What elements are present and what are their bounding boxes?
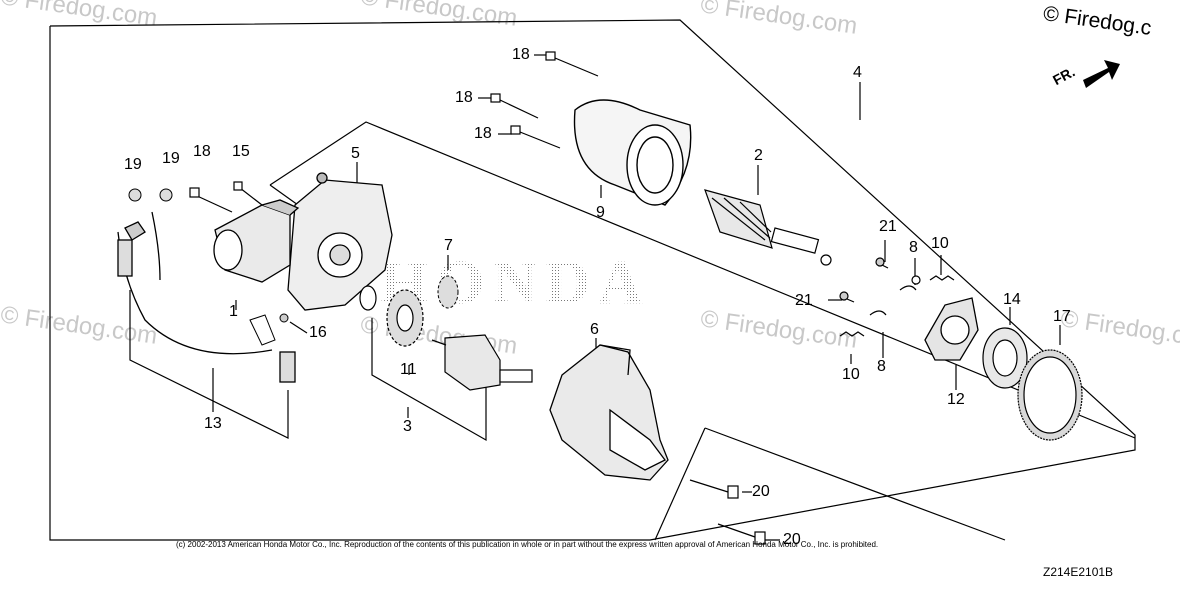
callout-17: 17: [1053, 308, 1071, 325]
callout-18a: 18: [512, 46, 530, 63]
callout-7: 7: [444, 237, 453, 254]
callout-10a: 10: [931, 235, 949, 252]
callout-21b: 21: [795, 292, 813, 309]
callout-15: 15: [232, 143, 250, 160]
front-cover-part: [287, 172, 393, 311]
callout-10b: 10: [842, 366, 860, 383]
callout-13: 13: [204, 415, 222, 432]
callout-11: 11: [400, 361, 417, 378]
callout-21a: 21: [879, 218, 897, 235]
callout-19b: 19: [162, 150, 180, 167]
callout-16: 16: [309, 324, 327, 341]
callout-18c: 18: [474, 125, 492, 142]
callout-18d: 18: [193, 143, 211, 160]
callout-18b: 18: [455, 89, 473, 106]
callout-20a: 20: [752, 483, 770, 500]
spring-parts: [839, 257, 955, 337]
solenoid-part: [213, 199, 300, 283]
callout-8a: 8: [909, 239, 918, 256]
reduction-gear-part: [359, 285, 424, 347]
yoke-housing-part: [573, 99, 692, 206]
drawing-code: Z214E2101B: [1043, 565, 1114, 579]
callout-1: 1: [229, 303, 238, 320]
callout-3: 3: [403, 418, 412, 435]
callout-5: 5: [351, 145, 360, 162]
armature-part: [704, 189, 832, 266]
copyright-notice: (c) 2002-2013 American Honda Motor Co., …: [176, 540, 879, 549]
nut-part: [128, 188, 142, 202]
honda-logo-watermark: HONDA: [380, 249, 651, 317]
callout-2: 2: [754, 147, 763, 164]
callout-12: 12: [947, 391, 965, 408]
front-arrow-icon: [1083, 60, 1120, 88]
callout-20b: 20: [783, 531, 801, 548]
gasket-part: [1017, 349, 1083, 441]
bolt-parts: [189, 51, 766, 545]
gear-housing-part: [549, 344, 669, 481]
planetary-gear-part: [437, 275, 459, 309]
callout-14: 14: [1003, 291, 1021, 308]
plate-part: [982, 327, 1028, 389]
callout-8b: 8: [877, 358, 886, 375]
callout-4: 4: [853, 64, 862, 81]
callout-6: 6: [590, 321, 599, 338]
assembly-frame: [49, 19, 1136, 541]
pinion-assembly-part: [431, 334, 533, 391]
callout-19a: 19: [124, 156, 142, 173]
nut-part: [159, 188, 173, 202]
callout-9: 9: [596, 204, 605, 221]
bracket-part: [249, 313, 289, 346]
cable-part: [117, 211, 296, 383]
brush-holder-part: [924, 297, 979, 361]
